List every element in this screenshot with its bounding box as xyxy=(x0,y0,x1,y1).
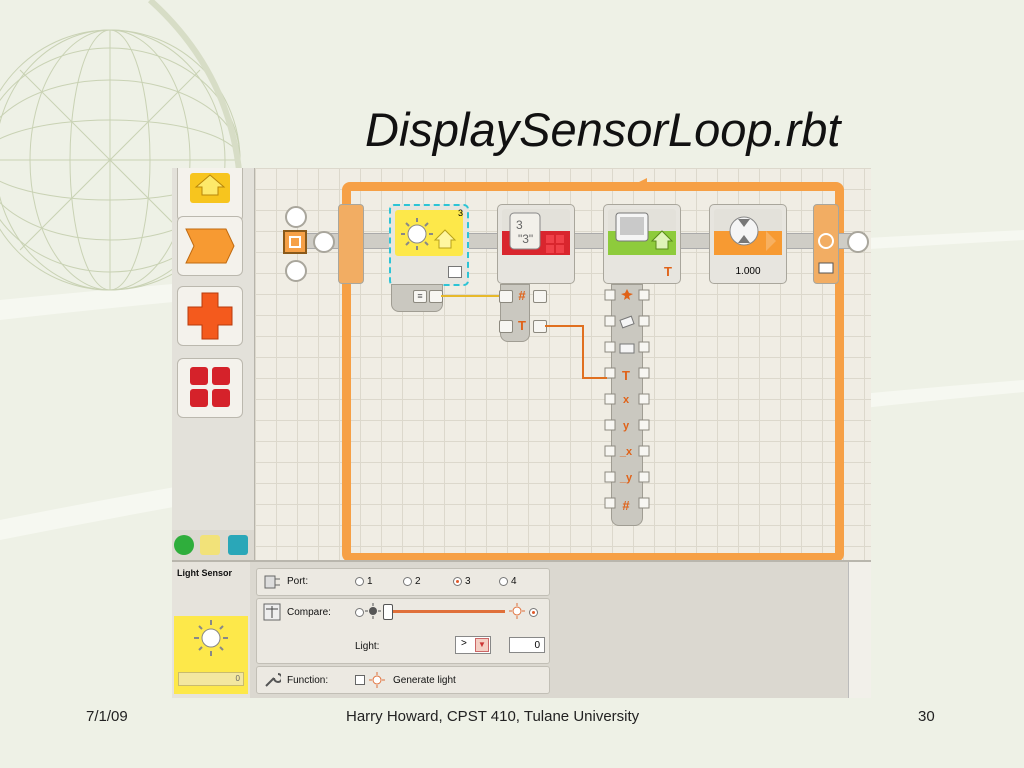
function-row: Function: Generate light xyxy=(256,666,550,694)
wait-time-block[interactable]: 1.000 xyxy=(709,204,787,284)
display-icon xyxy=(608,209,676,255)
function-label: Function: xyxy=(287,675,329,686)
grid-icon xyxy=(190,367,230,407)
compare-bright-radio[interactable] xyxy=(529,608,538,617)
port-option-label: 3 xyxy=(465,576,471,587)
port-radio-3[interactable] xyxy=(453,577,462,586)
port-number: 3 xyxy=(457,208,463,218)
compare-row: Compare: Light: > ▼ 0 xyxy=(256,598,550,664)
port-icon xyxy=(264,575,280,589)
display-y-plug-icon: y xyxy=(622,420,630,432)
footer-page-number: 30 xyxy=(918,708,935,725)
port-option-label: 4 xyxy=(511,576,517,587)
display-block[interactable]: T xyxy=(603,204,681,284)
flow-arrow-icon xyxy=(185,228,235,264)
light-value-field[interactable]: 0 xyxy=(509,637,545,653)
light-sensor-block[interactable]: 3 xyxy=(389,204,469,286)
palette-sensor-blocks[interactable] xyxy=(177,286,243,346)
block-title: Light Sensor xyxy=(177,568,233,578)
complete-palette-tab-icon[interactable] xyxy=(200,535,220,555)
compare-label: Compare: xyxy=(287,607,331,618)
palette-common-blocks[interactable] xyxy=(177,168,243,222)
port-radio-4[interactable] xyxy=(499,577,508,586)
port-radio-1[interactable] xyxy=(355,577,364,586)
footer-credit: Harry Howard, CPST 410, Tulane Universit… xyxy=(346,708,640,725)
display-end-y-plug-icon: _y xyxy=(619,472,633,484)
loop-block-frame[interactable] xyxy=(342,182,844,562)
generate-light-icon xyxy=(369,672,385,688)
plug-intensity-icon[interactable]: ≡ xyxy=(413,290,427,303)
loop-end-cap[interactable] xyxy=(813,204,839,284)
nxt-software-window: 3 ≡ 3 "3" # T xyxy=(172,168,871,698)
light-sensor-icon xyxy=(395,210,463,256)
dark-light-icon xyxy=(365,603,381,619)
port-option-label: 1 xyxy=(367,576,373,587)
common-palette-tab-icon[interactable] xyxy=(174,535,194,555)
wait-duration: 1.000 xyxy=(735,266,761,277)
light-sensor-icon xyxy=(194,620,228,656)
palette-action-blocks[interactable] xyxy=(177,216,243,276)
port-row: Port: 1 2 3 4 xyxy=(256,568,550,596)
data-wires xyxy=(441,295,607,379)
start-icon[interactable] xyxy=(283,230,307,254)
light-label: Light: xyxy=(355,641,380,652)
generate-light-checkbox[interactable] xyxy=(355,675,365,685)
operator-select[interactable]: > ▼ xyxy=(455,636,491,654)
compare-scale-icon xyxy=(263,603,281,621)
help-panel xyxy=(848,562,871,698)
beam-node xyxy=(285,206,307,228)
up-arrow-icon xyxy=(190,173,230,203)
display-data-hub-plugs xyxy=(604,289,650,509)
loop-forever-icon xyxy=(818,233,834,274)
number-to-text-block[interactable]: 3 "3" xyxy=(497,204,575,284)
block-summary: Light Sensor 0 xyxy=(172,562,250,698)
plug-out[interactable] xyxy=(533,290,547,303)
text-plug-icon: T xyxy=(518,318,526,333)
sensor-value-field: 0 xyxy=(178,672,244,686)
number-plug-icon: # xyxy=(518,288,526,303)
beam-node xyxy=(313,231,335,253)
display-radius-plug-icon: # xyxy=(622,498,630,513)
port-label: Port: xyxy=(287,576,309,587)
bright-light-icon xyxy=(509,603,525,619)
chevron-down-icon[interactable]: ▼ xyxy=(475,638,489,652)
footer-date: 7/1/09 xyxy=(86,708,128,725)
text-mode-icon: T xyxy=(664,264,672,279)
number-to-text-icon: 3 "3" xyxy=(502,209,570,255)
compare-slider-track[interactable] xyxy=(387,610,505,613)
port-option-label: 2 xyxy=(415,576,421,587)
plug-in[interactable] xyxy=(499,290,513,303)
plug-in[interactable] xyxy=(499,320,513,333)
timer-icon xyxy=(714,209,782,255)
svg-text:3: 3 xyxy=(516,218,523,232)
compare-slider-handle[interactable] xyxy=(383,604,393,620)
custom-palette-tab-icon[interactable] xyxy=(228,535,248,555)
beam-node xyxy=(285,260,307,282)
port-radio-2[interactable] xyxy=(403,577,412,586)
program-canvas[interactable]: 3 ≡ 3 "3" # T xyxy=(255,168,871,562)
display-end-x-plug-icon: _x xyxy=(619,446,633,458)
svg-text:"3": "3" xyxy=(518,232,533,246)
display-x-plug-icon: x xyxy=(622,394,630,406)
display-text-plug-icon: T xyxy=(622,368,630,383)
loop-return-arrow-icon xyxy=(635,178,675,190)
data-hub-toggle-icon[interactable] xyxy=(448,266,462,278)
loop-start-cap[interactable] xyxy=(338,204,364,284)
beam-node xyxy=(847,231,869,253)
slide-title: DisplaySensorLoop.rbt xyxy=(365,103,841,156)
compare-dark-radio[interactable] xyxy=(355,608,364,617)
plus-icon xyxy=(187,292,233,340)
configuration-panel: Light Sensor 0 Port: 1 2 3 4 xyxy=(172,560,871,698)
palette-data-blocks[interactable] xyxy=(177,358,243,418)
block-palette xyxy=(172,168,255,560)
operator-value: > xyxy=(461,638,467,649)
palette-tabs xyxy=(172,530,254,560)
generate-light-label: Generate light xyxy=(393,675,456,686)
wrench-icon xyxy=(265,673,281,687)
